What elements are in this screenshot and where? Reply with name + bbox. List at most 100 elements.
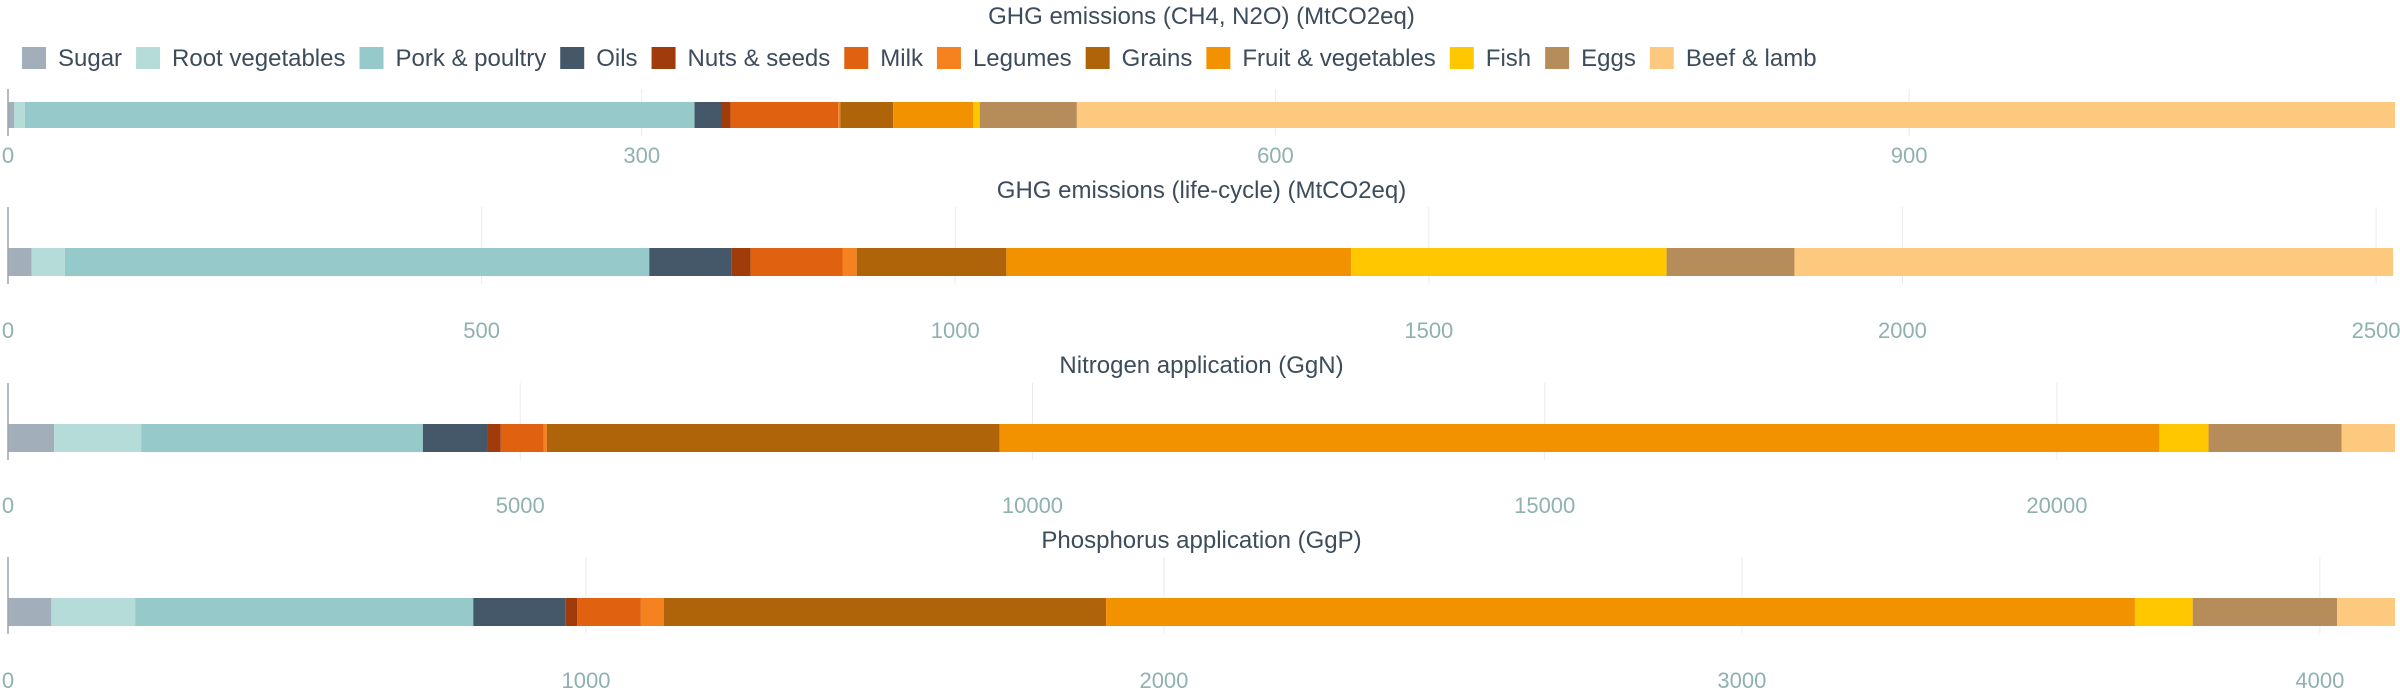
legend-swatch-fish bbox=[1449, 47, 1474, 69]
bar-segment-legumes[interactable] bbox=[838, 102, 841, 128]
bar-segment-root-vegetables[interactable] bbox=[14, 102, 25, 128]
x-tick-label: 0 bbox=[2, 143, 14, 168]
bar-segment-milk[interactable] bbox=[730, 102, 839, 128]
bar-segment-beef-and-lamb[interactable] bbox=[2341, 424, 2395, 452]
legend-item-nuts-and-seeds[interactable]: Nuts & seeds bbox=[651, 45, 831, 72]
bar-segment-fruit-and-vegetables[interactable] bbox=[999, 424, 2160, 452]
bar-segment-eggs[interactable] bbox=[2192, 598, 2338, 626]
legend-swatch-legumes bbox=[936, 47, 961, 69]
bar-segment-legumes[interactable] bbox=[640, 598, 664, 626]
bar-segment-nuts-and-seeds[interactable] bbox=[721, 102, 731, 128]
bar-segment-fruit-and-vegetables[interactable] bbox=[1106, 598, 2135, 626]
legend-item-fish[interactable]: Fish bbox=[1449, 45, 1531, 72]
bar-segment-grains[interactable] bbox=[856, 248, 1007, 276]
bar-segment-sugar[interactable] bbox=[8, 424, 55, 452]
bar-segment-legumes[interactable] bbox=[543, 424, 547, 452]
bar-segment-milk[interactable] bbox=[750, 248, 843, 276]
legend-item-sugar[interactable]: Sugar bbox=[22, 45, 122, 72]
bar-segment-grains[interactable] bbox=[840, 102, 894, 128]
x-tick-label: 1000 bbox=[931, 318, 980, 343]
legend-swatch-grains bbox=[1085, 47, 1110, 69]
bar-segment-oils[interactable] bbox=[694, 102, 722, 128]
x-tick-label: 10000 bbox=[1002, 493, 1063, 518]
legend-swatch-root-vegetables bbox=[136, 47, 161, 69]
x-tick-label: 20000 bbox=[2026, 493, 2087, 518]
bar-segment-legumes[interactable] bbox=[842, 248, 857, 276]
legend-item-eggs[interactable]: Eggs bbox=[1545, 45, 1636, 72]
bar-segment-fish[interactable] bbox=[973, 102, 980, 128]
legend-label-legumes: Legumes bbox=[973, 45, 1072, 72]
bar-segment-eggs[interactable] bbox=[979, 102, 1077, 128]
bar-segment-sugar[interactable] bbox=[8, 598, 52, 626]
bar-segment-fruit-and-vegetables[interactable] bbox=[893, 102, 974, 128]
x-tick-label: 0 bbox=[2, 318, 14, 343]
legend-item-oils[interactable]: Oils bbox=[560, 45, 638, 72]
legend-item-milk[interactable]: Milk bbox=[844, 45, 924, 72]
x-tick-label: 4000 bbox=[2295, 668, 2344, 693]
legend-label-fish: Fish bbox=[1486, 45, 1531, 72]
x-tick-label: 1500 bbox=[1404, 318, 1453, 343]
bar-segment-nuts-and-seeds[interactable] bbox=[731, 248, 751, 276]
x-tick-label: 300 bbox=[623, 143, 660, 168]
x-tick-label: 600 bbox=[1257, 143, 1294, 168]
bar-segment-pork-and-poultry[interactable] bbox=[24, 102, 695, 128]
bar-segment-milk[interactable] bbox=[577, 598, 641, 626]
bar-segment-beef-and-lamb[interactable] bbox=[1794, 248, 2394, 276]
legend-swatch-nuts-and-seeds bbox=[651, 47, 676, 69]
bar-segment-fish[interactable] bbox=[2134, 598, 2193, 626]
bar-segment-fish[interactable] bbox=[2159, 424, 2209, 452]
bar-segment-nuts-and-seeds[interactable] bbox=[565, 598, 578, 626]
legend-label-root-vegetables: Root vegetables bbox=[172, 45, 345, 72]
legend-label-beef-and-lamb: Beef & lamb bbox=[1686, 45, 1817, 72]
legend-swatch-beef-and-lamb bbox=[1649, 47, 1674, 69]
x-tick-label: 2000 bbox=[1139, 668, 1188, 693]
bar-segment-pork-and-poultry[interactable] bbox=[141, 424, 423, 452]
panel-title: Nitrogen application (GgN) bbox=[1059, 352, 1343, 379]
bar-segment-sugar[interactable] bbox=[8, 248, 32, 276]
bar-segment-fruit-and-vegetables[interactable] bbox=[1006, 248, 1352, 276]
bar-segment-grains[interactable] bbox=[546, 424, 1000, 452]
bar-segment-oils[interactable] bbox=[649, 248, 732, 276]
bar-segment-root-vegetables[interactable] bbox=[54, 424, 142, 452]
bar-segment-root-vegetables[interactable] bbox=[31, 248, 65, 276]
legend-label-milk: Milk bbox=[880, 45, 924, 72]
bar-segment-pork-and-poultry[interactable] bbox=[135, 598, 474, 626]
legend-item-legumes[interactable]: Legumes bbox=[936, 45, 1072, 72]
chart-legend: Sugar Root vegetables Pork & poultry Oils Nu… bbox=[22, 45, 1817, 72]
panel-ghg-emissions-ch4-n2o-mtco2eq: GHG emissions (CH4, N2O) (MtCO2eq) 0 300 60… bbox=[2, 3, 2395, 168]
bar-segment-eggs[interactable] bbox=[2208, 424, 2342, 452]
bar-segment-oils[interactable] bbox=[422, 424, 488, 452]
bar-segment-sugar[interactable] bbox=[8, 102, 15, 128]
x-tick-label: 0 bbox=[2, 668, 14, 693]
bar-segment-beef-and-lamb[interactable] bbox=[1076, 102, 2395, 128]
legend-label-oils: Oils bbox=[596, 45, 637, 72]
x-tick-label: 2000 bbox=[1878, 318, 1927, 343]
bar-segment-root-vegetables[interactable] bbox=[51, 598, 136, 626]
bar-segment-oils[interactable] bbox=[473, 598, 566, 626]
legend-swatch-pork-and-poultry bbox=[359, 47, 384, 69]
x-tick-label: 900 bbox=[1891, 143, 1928, 168]
bar-segment-beef-and-lamb[interactable] bbox=[2337, 598, 2395, 626]
bar-segment-fish[interactable] bbox=[1351, 248, 1667, 276]
legend-item-pork-and-poultry[interactable]: Pork & poultry bbox=[359, 45, 546, 72]
legend-label-nuts-and-seeds: Nuts & seeds bbox=[688, 45, 831, 72]
legend-swatch-milk bbox=[844, 47, 869, 69]
legend-item-root-vegetables[interactable]: Root vegetables bbox=[136, 45, 345, 72]
legend-label-fruit-and-vegetables: Fruit & vegetables bbox=[1242, 45, 1435, 72]
bar-segment-nuts-and-seeds[interactable] bbox=[487, 424, 501, 452]
bar-segment-milk[interactable] bbox=[500, 424, 544, 452]
legend-item-fruit-and-vegetables[interactable]: Fruit & vegetables bbox=[1206, 45, 1436, 72]
x-tick-label: 0 bbox=[2, 493, 14, 518]
x-tick-label: 15000 bbox=[1514, 493, 1575, 518]
legend-label-eggs: Eggs bbox=[1581, 45, 1636, 72]
panel-title: GHG emissions (CH4, N2O) (MtCO2eq) bbox=[988, 3, 1415, 30]
bar-segment-eggs[interactable] bbox=[1666, 248, 1795, 276]
legend-swatch-fruit-and-vegetables bbox=[1206, 47, 1231, 69]
bar-segment-grains[interactable] bbox=[663, 598, 1107, 626]
legend-label-pork-and-poultry: Pork & poultry bbox=[395, 45, 546, 72]
legend-item-beef-and-lamb[interactable]: Beef & lamb bbox=[1649, 45, 1817, 72]
bar-segment-pork-and-poultry[interactable] bbox=[64, 248, 650, 276]
legend-item-grains[interactable]: Grains bbox=[1085, 45, 1193, 72]
